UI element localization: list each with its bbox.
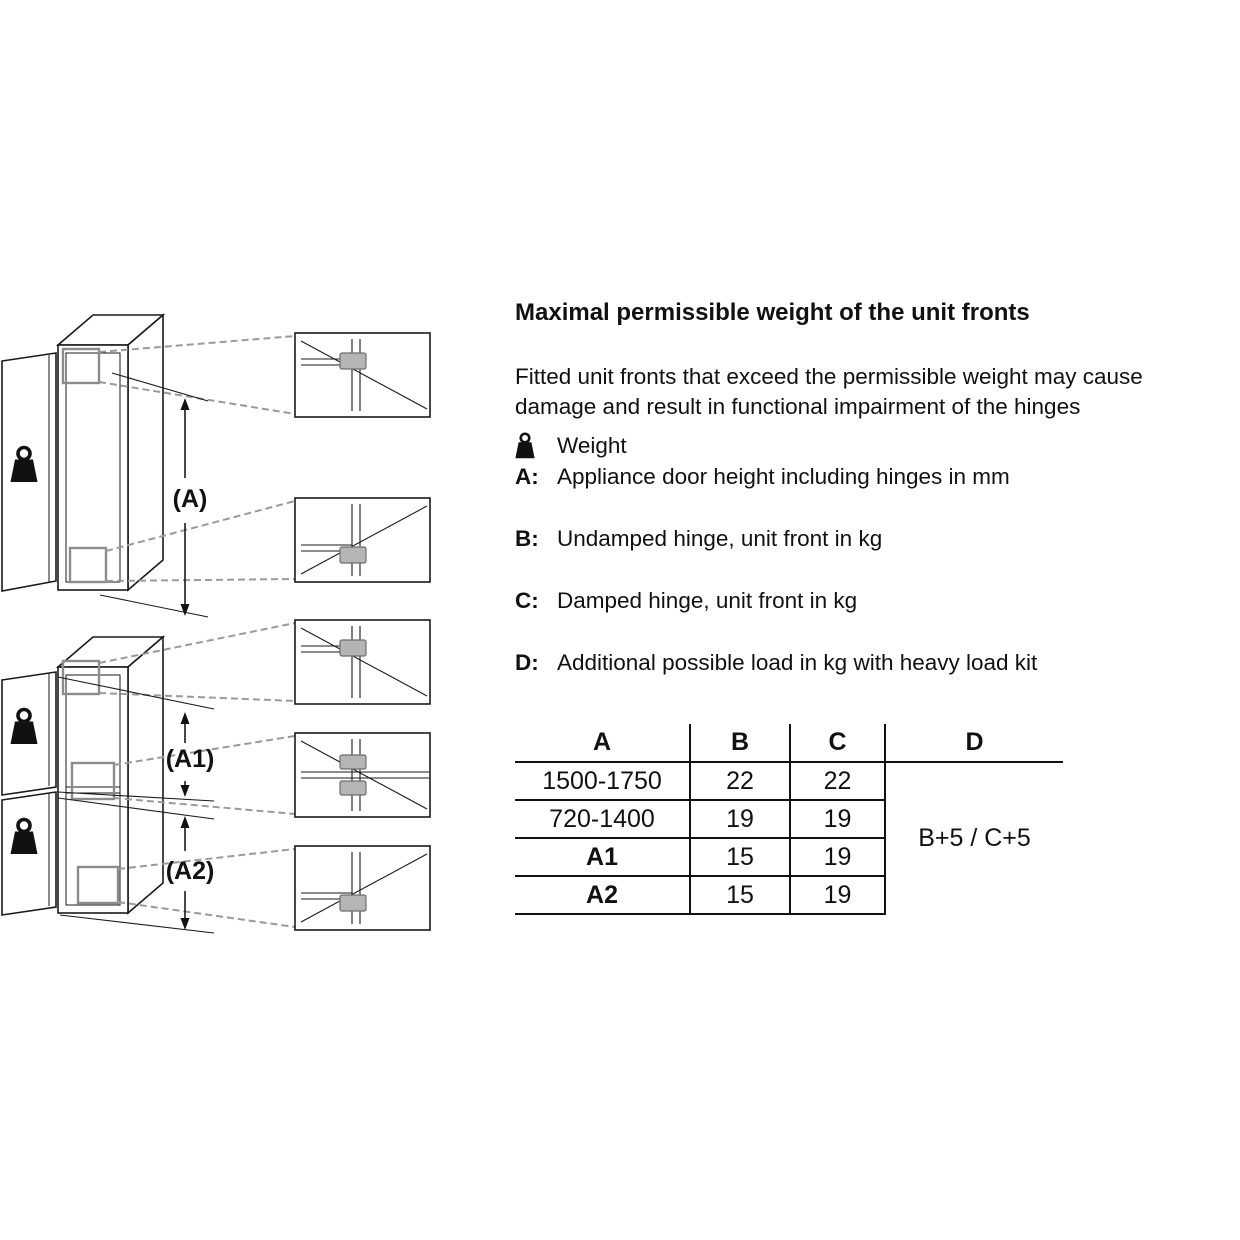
table-header-row: A B C D (515, 724, 1063, 763)
table-row: A2 15 19 (515, 876, 1063, 915)
table-cell: 1500-1750 (515, 762, 691, 801)
table-header-d: D (885, 724, 1063, 763)
dimension-a1: (A1) (57, 676, 215, 802)
single-door-appliance (1, 313, 166, 592)
installation-diagram: (A) (1, 313, 431, 934)
legend: Weight A: Appliance door height includin… (515, 430, 1240, 678)
detail-box-bottom-hinge (294, 497, 431, 583)
table-cell: 19 (790, 800, 886, 839)
hinge-part (339, 352, 367, 370)
hinge-part (339, 754, 367, 770)
legend-weight-label: Weight (557, 433, 627, 458)
legend-text-a: Appliance door height including hinges i… (557, 464, 1010, 489)
arrow-down (180, 918, 190, 930)
dimension-label-a2: (A2) (166, 857, 215, 885)
page-title: Maximal permissible weight of the unit f… (515, 299, 1030, 326)
weight-spec-table: A B C D 1500-1750 22 22 B+5 / C+5 720-14… (515, 724, 1063, 915)
arrow-down (180, 785, 190, 797)
table-cell: 15 (690, 876, 791, 915)
table-cell: 19 (790, 838, 886, 877)
table-row: A1 15 19 (515, 838, 1063, 877)
legend-key-b: B: (515, 526, 539, 551)
hinge-highlight-top (61, 347, 101, 385)
hinge-highlight-bottom (76, 865, 120, 905)
table-cell: A2 (515, 876, 691, 915)
legend-text-c: Damped hinge, unit front in kg (557, 588, 858, 613)
table-row: 1500-1750 22 22 B+5 / C+5 (515, 762, 1063, 852)
hinge-part (339, 894, 367, 912)
leader-lines-double (98, 622, 296, 928)
arrow-down (180, 604, 190, 616)
cabinet-double (55, 635, 166, 915)
legend-item-b: B: Undamped hinge, unit front in kg (515, 523, 1240, 554)
legend-key-d: D: (515, 650, 539, 675)
arrow-up (180, 398, 190, 410)
detail-box-bottom-hinge-2 (294, 845, 431, 931)
dimension-label-a1: (A1) (166, 745, 215, 773)
intro-paragraph: Fitted unit fronts that exceed the permi… (515, 364, 1143, 419)
two-door-appliance (1, 635, 166, 916)
table-cell: 22 (790, 762, 886, 801)
table-cell: 19 (790, 876, 886, 915)
legend-text-b: Undamped hinge, unit front in kg (557, 526, 883, 551)
dimension-label-a: (A) (173, 485, 208, 513)
table-header-b: B (690, 724, 791, 763)
table-cell: 15 (690, 838, 791, 877)
detail-box-top-hinge (294, 332, 431, 418)
table-cell: 22 (690, 762, 791, 801)
hinge-highlights-double (61, 659, 120, 905)
legend-item-c: C: Damped hinge, unit front in kg (515, 585, 1240, 616)
detail-box-top-hinge-2 (294, 619, 431, 705)
hinge-part (339, 639, 367, 657)
legend-item-a: A: Appliance door height including hinge… (515, 461, 1240, 492)
hinge-highlight-bottom (68, 546, 108, 584)
detail-box-middle-hinge (294, 732, 431, 818)
legend-text-d: Additional possible load in kg with heav… (557, 650, 1038, 675)
arrow-up (180, 712, 190, 724)
table-row: 720-1400 19 19 (515, 800, 1063, 839)
hinge-part (339, 546, 367, 564)
legend-item-d: D: Additional possible load in kg with h… (515, 647, 1240, 678)
table-cell: 19 (690, 800, 791, 839)
table-header-a: A (515, 724, 691, 763)
table-header-c: C (790, 724, 886, 763)
hinge-highlights-single (61, 347, 108, 584)
hinge-highlight-middle (70, 761, 116, 801)
legend-weight-row: Weight (515, 430, 1240, 461)
dimension-a: (A) (99, 372, 209, 618)
hinge-part (339, 780, 367, 796)
weight-icon (515, 430, 557, 459)
legend-key-c: C: (515, 588, 539, 613)
content-column: Maximal permissible weight of the unit f… (515, 298, 1240, 915)
arrow-up (180, 816, 190, 828)
table-cell: 720-1400 (515, 800, 691, 839)
table-cell: A1 (515, 838, 691, 877)
legend-key-a: A: (515, 464, 539, 489)
table-cell-d-merged: B+5 / C+5 (918, 824, 1031, 852)
dimension-a2: (A2) (57, 797, 215, 934)
